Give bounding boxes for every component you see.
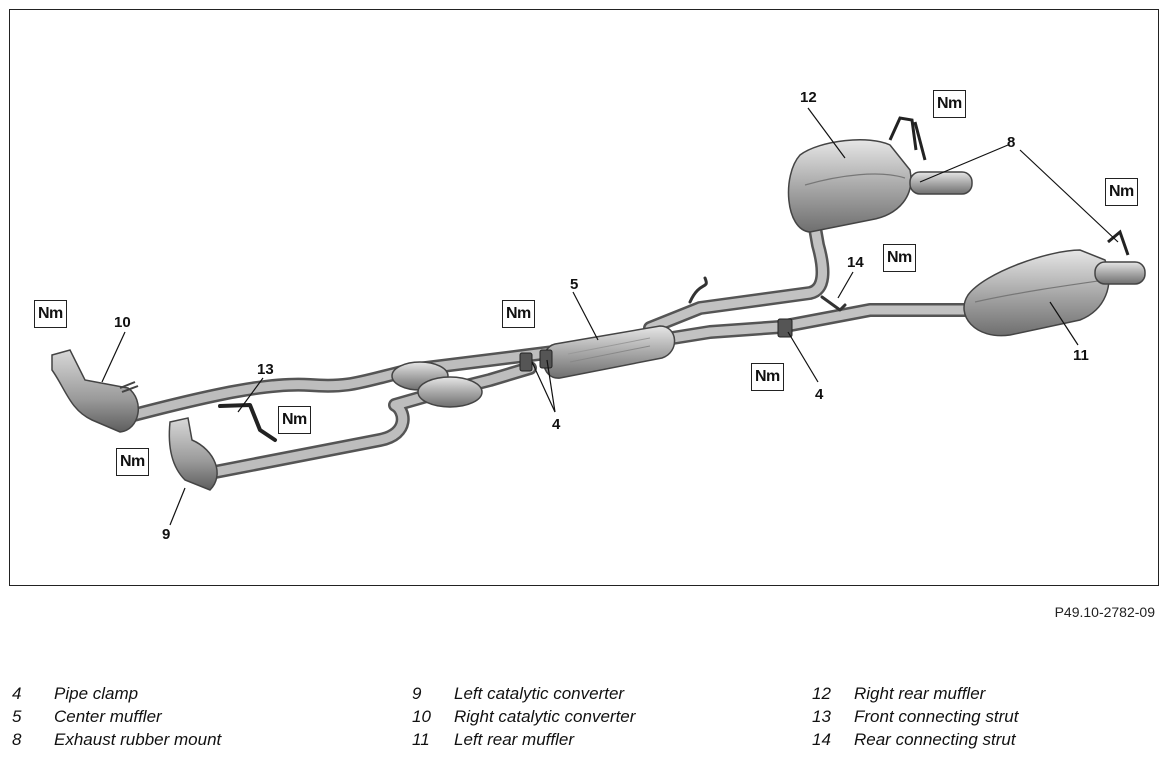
legend-column-3: 12 Right rear muffler 13 Front connecting … <box>812 684 1018 753</box>
legend-number: 13 <box>812 707 831 726</box>
legend-label: Left rear muffler <box>454 730 574 749</box>
right-catalytic-converter <box>51 349 139 433</box>
legend-item: 8 Exhaust rubber mount <box>12 730 221 753</box>
right-rear-muffler <box>787 116 973 233</box>
legend-item: 4 Pipe clamp <box>12 684 221 707</box>
exhaust-pipes <box>123 221 977 479</box>
callout-4-left: 4 <box>552 416 561 433</box>
left-rear-muffler <box>963 229 1146 337</box>
legend-item: 9 Left catalytic converter <box>412 684 635 707</box>
legend-label: Right catalytic converter <box>454 707 636 726</box>
torque-label-box: Nm <box>933 90 966 118</box>
callout-14: 14 <box>847 254 864 271</box>
callout-11: 11 <box>1073 347 1089 364</box>
pipe-clamp <box>539 349 553 369</box>
legend-label: Right rear muffler <box>854 684 986 703</box>
legend-label: Exhaust rubber mount <box>54 730 222 749</box>
resonators <box>391 361 483 408</box>
torque-label-box: Nm <box>34 300 67 328</box>
legend-item: 5 Center muffler <box>12 707 221 730</box>
torque-label-box: Nm <box>751 363 784 391</box>
callout-5: 5 <box>570 276 579 293</box>
legend-number: 4 <box>12 684 22 703</box>
callout-12: 12 <box>800 89 817 106</box>
diagram-frame: 10 13 9 5 4 4 12 8 14 11 Nm Nm Nm Nm Nm … <box>9 9 1159 586</box>
legend-label: Left catalytic converter <box>454 684 625 703</box>
callout-10: 10 <box>114 314 131 331</box>
callout-13: 13 <box>257 361 274 378</box>
torque-label-box: Nm <box>883 244 916 272</box>
center-muffler <box>542 325 676 379</box>
legend-item: 12 Right rear muffler <box>812 684 1018 707</box>
legend-number: 10 <box>412 707 431 726</box>
legend-item: 10 Right catalytic converter <box>412 707 635 730</box>
legend-item: 14 Rear connecting strut <box>812 730 1018 753</box>
legend-number: 14 <box>812 730 831 749</box>
legend-label: Front connecting strut <box>854 707 1019 726</box>
legend-column-1: 4 Pipe clamp 5 Center muffler 8 Exhaust rub… <box>12 684 221 753</box>
leader-lines <box>101 107 1119 526</box>
callout-9: 9 <box>162 526 171 543</box>
legend-item: 13 Front connecting strut <box>812 707 1018 730</box>
legend-label: Center muffler <box>54 707 162 726</box>
legend-number: 12 <box>812 684 831 703</box>
figure-reference: P49.10-2782-09 <box>1054 604 1155 620</box>
torque-label-box: Nm <box>116 448 149 476</box>
legend-label: Rear connecting strut <box>854 730 1016 749</box>
legend-item: 11 Left rear muffler <box>412 730 635 753</box>
legend-label: Pipe clamp <box>54 684 139 703</box>
torque-label-box: Nm <box>502 300 535 328</box>
torque-label-box: Nm <box>1105 178 1138 206</box>
callout-8: 8 <box>1007 134 1016 151</box>
legend-number: 5 <box>12 707 22 726</box>
left-catalytic-converter <box>168 417 218 491</box>
legend-number: 11 <box>412 730 430 749</box>
exhaust-system-illustration <box>51 107 1146 526</box>
callout-4-right: 4 <box>815 386 824 403</box>
torque-label-box: Nm <box>278 406 311 434</box>
pipe-clamp <box>519 352 533 372</box>
legend-column-2: 9 Left catalytic converter 10 Right cataly… <box>412 684 635 753</box>
legend-number: 9 <box>412 684 422 703</box>
legend-number: 8 <box>12 730 22 749</box>
